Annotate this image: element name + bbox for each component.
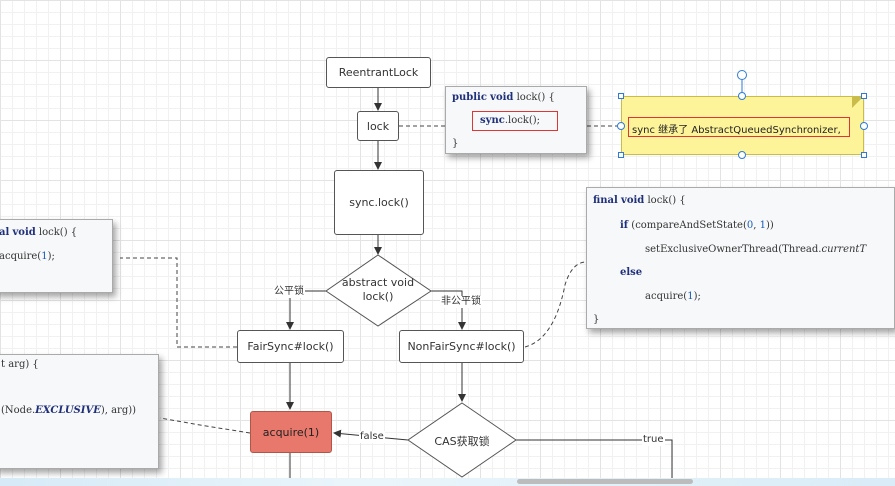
code-fair-kw2: void (12, 227, 36, 238)
node-reentrant-lock-label: ReentrantLock (338, 66, 419, 79)
edge-label-false: false (359, 431, 385, 443)
node-lock[interactable]: lock (357, 111, 399, 141)
decision-abstract-line2: lock() (362, 290, 394, 303)
note-fold-corner (852, 96, 864, 108)
code-nf-l5a: acquire( (645, 291, 688, 302)
node-lock-label: lock (366, 119, 390, 133)
resize-handle-tl[interactable] (618, 93, 624, 99)
code-nf-if: if (620, 220, 629, 231)
code-nf-l5b: ); (693, 291, 701, 302)
decision-abstract-lock-label: abstract void lock() (334, 276, 422, 304)
code-lock-close: } (452, 138, 459, 149)
decision-cas-label: CAS获取锁 (434, 435, 490, 448)
decision-abstract-line1: abstract void (341, 276, 415, 289)
code-fair-l2b: ); (47, 251, 55, 262)
edge-abstract-to-nonfair (431, 290, 466, 330)
code-snippet-lock[interactable]: public void lock() { sync.lock(); } (445, 86, 587, 154)
code-nf-l3a: setExclusiveOwnerThread(Thread. (645, 244, 822, 255)
code-nf-l3it: currentT (821, 244, 867, 255)
code-snippet-acquire[interactable]: t arg) { (Node.EXCLUSIVE), arg)) (0, 354, 159, 469)
edge-label-true: true (642, 434, 665, 446)
decision-cas (407, 402, 517, 478)
node-reentrant-lock[interactable]: ReentrantLock (326, 57, 431, 88)
edge-label-fair: 公平锁 (273, 286, 305, 298)
decision-abstract-lock (325, 254, 432, 327)
code-nf-l2a: (compareAndSetState( (628, 220, 747, 231)
code-nf-l2c: )) (765, 220, 774, 231)
code-nf-else: else (620, 267, 643, 278)
edge-label-nonfair: 非公平锁 (440, 296, 482, 308)
code-acq-l2em: EXCLUSIVE (35, 405, 101, 416)
code-nf-kw2: void (621, 195, 645, 206)
dash-nonfair-to-code (524, 261, 587, 348)
resize-handle-top[interactable] (738, 92, 746, 100)
code-acq-l2a: (Node. (1, 405, 36, 416)
node-sync-lock[interactable]: sync.lock() (334, 170, 424, 235)
dash-acquire-to-code (159, 417, 251, 434)
rotate-handle[interactable] (737, 70, 747, 80)
code-fair-kw1: al (0, 227, 10, 238)
code-nf-l5n: 1 (687, 291, 694, 302)
code-lock-body-kw: sync (480, 115, 505, 126)
code-snippet-fair[interactable]: al void lock() { acquire(1); (0, 219, 113, 293)
node-acquire-label: acquire(1) (262, 425, 320, 439)
note-text: sync 继承了 AbstractQueuedSynchronizer, (632, 125, 841, 136)
code-nf-l2b: , (753, 220, 760, 231)
note-highlight (628, 117, 850, 137)
code-acq-l1: t arg) { (1, 359, 39, 370)
dash-fair-to-code (120, 257, 237, 348)
node-acquire[interactable]: acquire(1) (250, 411, 332, 453)
code-nf-kw1: final (593, 195, 618, 206)
code-acq-l2b: ), arg)) (100, 405, 137, 416)
horizontal-scrollbar-thumb[interactable] (517, 479, 693, 484)
code-fair-l1: lock() { (35, 227, 78, 238)
resize-handle-bl[interactable] (618, 152, 624, 158)
code-lock-highlight (472, 111, 558, 131)
code-fair-l2a: acquire( (0, 251, 42, 262)
code-fair-l2n: 1 (41, 251, 48, 262)
code-nf-l1: lock() { (644, 195, 686, 206)
resize-handle-right[interactable] (860, 122, 868, 130)
edge-cas-true (516, 439, 673, 478)
code-nf-l2n1: 0 (746, 220, 754, 231)
resize-handle-tr[interactable] (861, 93, 867, 99)
node-nonfair-lock[interactable]: NonFairSync#lock() (399, 330, 524, 363)
resize-handle-br[interactable] (861, 152, 867, 158)
code-nf-close: } (593, 314, 600, 325)
node-nonfair-lock-label: NonFairSync#lock() (407, 340, 516, 353)
code-snippet-nonfair[interactable]: final void lock() { if (compareAndSetSta… (586, 187, 895, 329)
resize-handle-left[interactable] (617, 122, 625, 130)
code-lock-kw1: public (452, 92, 487, 103)
resize-handle-bottom[interactable] (738, 151, 746, 159)
sticky-note[interactable]: sync 继承了 AbstractQueuedSynchronizer, (621, 96, 864, 155)
code-lock-body: .lock(); (504, 115, 541, 126)
node-fair-lock-label: FairSync#lock() (247, 340, 334, 353)
horizontal-scrollbar[interactable] (0, 478, 895, 486)
code-lock-kw2: void (490, 92, 514, 103)
node-sync-lock-label: sync.lock() (349, 196, 409, 209)
code-nf-l2n2: 1 (759, 220, 766, 231)
node-fair-lock[interactable]: FairSync#lock() (237, 330, 344, 363)
code-lock-sig: lock() { (513, 92, 555, 103)
